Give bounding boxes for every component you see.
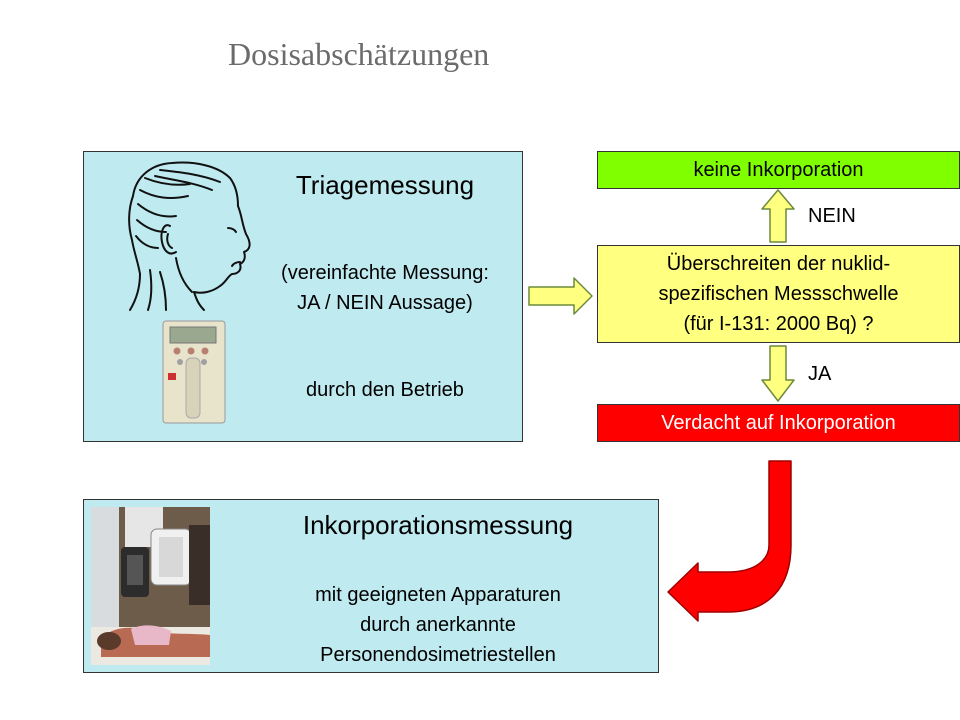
slide-title: Dosisabschätzungen — [228, 36, 490, 72]
incorporation-text-line-2: durch anerkannte — [360, 614, 516, 636]
ja-label: JA — [808, 363, 832, 385]
suspicion-box: Verdacht auf Inkorporation — [597, 404, 960, 442]
suspicion-text: Verdacht auf Inkorporation — [661, 412, 896, 434]
question-line-1: Überschreiten der nuklid- — [666, 253, 891, 275]
triage-operator-text: durch den Betrieb — [306, 379, 464, 401]
right-arrow-icon — [528, 277, 593, 315]
triage-text-line-1: (vereinfachte Messung: — [281, 262, 489, 284]
down-arrow-icon — [761, 345, 795, 402]
measurement-photo — [91, 507, 210, 665]
curved-red-arrow-icon — [667, 460, 792, 622]
incorporation-heading: Inkorporationsmessung — [302, 510, 574, 540]
triage-text-line-2: JA / NEIN Aussage) — [297, 292, 473, 314]
question-line-3: (für I-131: 2000 Bq) ? — [683, 313, 874, 335]
no-incorporation-text: keine Inkorporation — [693, 159, 864, 181]
incorporation-text-line-1: mit geeigneten Apparaturen — [315, 584, 561, 606]
incorporation-text-line-3: Personendosimetriestellen — [320, 644, 556, 666]
threshold-question-box: Überschreiten der nuklid- spezifischen M… — [597, 245, 960, 343]
up-arrow-icon — [761, 189, 795, 243]
no-incorporation-box: keine Inkorporation — [597, 151, 960, 189]
question-line-2: spezifischen Messschwelle — [658, 283, 899, 305]
nein-label: NEIN — [808, 205, 856, 227]
whole-body-counter-illustration — [91, 507, 210, 665]
triage-heading: Triagemessung — [295, 170, 475, 200]
